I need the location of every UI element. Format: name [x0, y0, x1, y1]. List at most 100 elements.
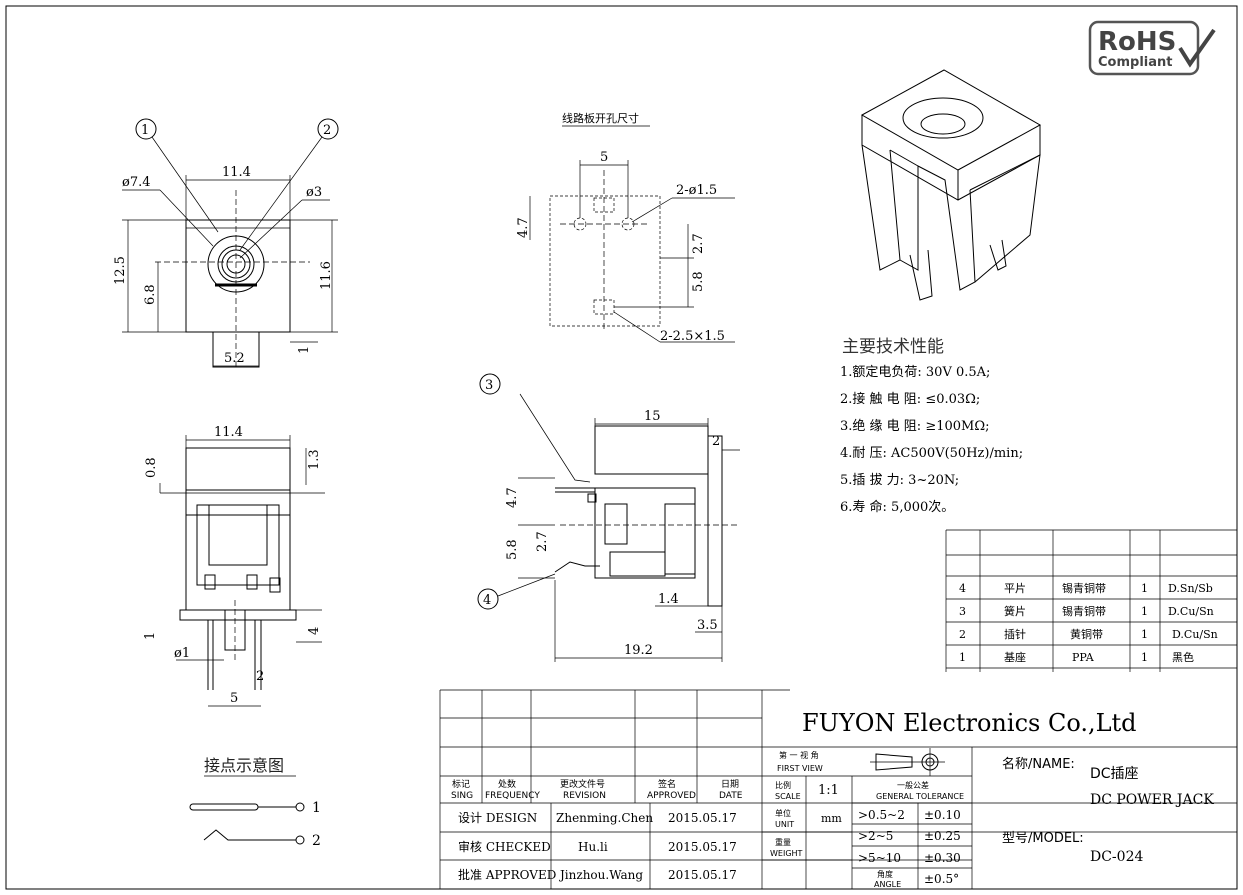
- tolerance-value: ±0.25: [924, 829, 961, 843]
- callout-1: 1: [141, 123, 149, 138]
- dim-11-4-front: 11.4: [214, 425, 243, 440]
- scale-en: SCALE: [775, 792, 801, 801]
- schematic-pin-2: 2: [312, 833, 321, 849]
- schematic-pin-1: 1: [312, 800, 321, 816]
- contact-schematic: 接点示意图 1 2: [189, 756, 321, 849]
- table-cell: 3: [959, 605, 966, 618]
- signoff-role: 批准 APPROVED: [458, 867, 556, 882]
- angle-en: ANGLE: [874, 880, 901, 889]
- table-cell: D.Cu/Sn: [1172, 628, 1218, 641]
- dim-2-7-side: 2.7: [535, 531, 550, 552]
- table-cell: 1: [1141, 605, 1148, 618]
- dim-phi-1: ø1: [174, 646, 190, 661]
- dim-5-8-side: 5.8: [505, 539, 520, 560]
- dim-1-front: 1: [143, 632, 158, 640]
- top-view: 11.4 12.5 6.8 11.6 5.2 1 ø7.4 ø3 1 2: [113, 118, 339, 370]
- tolerance-range: >5~10: [858, 851, 901, 865]
- dim-3-5: 3.5: [697, 618, 718, 633]
- dim-11-6: 11.6: [319, 261, 334, 290]
- table-cell: 1: [1141, 582, 1148, 595]
- unit-cn: 单位: [775, 808, 791, 818]
- side-view: 15 2 4.7 5.8 2.7 1.4 3.5 19.2 3 4: [477, 373, 740, 662]
- checkmark-icon: [1178, 28, 1216, 68]
- dim-slots: 2-2.5×1.5: [660, 329, 725, 344]
- angle-cn: 角度: [877, 869, 893, 879]
- dim-15: 15: [644, 409, 661, 424]
- dim-1-3: 1.3: [307, 449, 322, 470]
- header-approved-cn: 签名: [658, 778, 676, 790]
- model-label: 型号/MODEL:: [1002, 831, 1084, 846]
- spec-item: 5.插 拔 力: 3~20N;: [840, 473, 959, 488]
- tolerance-cn: 一般公差: [897, 780, 929, 790]
- model-value: DC-024: [1090, 849, 1143, 865]
- dim-19-2: 19.2: [624, 643, 653, 658]
- pcb-hole-layout: 线路板开孔尺寸 5 2-ø1.5 4.7 2.7 5.8 2-2.5×1.5: [516, 111, 735, 344]
- specs-title: 主要技术性能: [842, 337, 944, 357]
- dim-2-side: 2: [712, 434, 720, 449]
- dim-2-7: 2.7: [691, 233, 706, 254]
- table-cell: 基座: [1004, 650, 1026, 664]
- spec-item: 1.额定电负荷: 30V 0.5A;: [840, 365, 990, 380]
- spec-item: 3.绝 缘 电 阻: ≥100MΩ;: [840, 418, 990, 434]
- schematic-title: 接点示意图: [204, 756, 284, 775]
- table-cell: 1: [1141, 651, 1148, 664]
- dim-1-4: 1.4: [658, 592, 679, 607]
- tolerance-value: ±0.30: [924, 851, 961, 865]
- signoff-name: Hu.li: [578, 840, 608, 854]
- signoff-date: 2015.05.17: [668, 811, 737, 825]
- table-cell: 2: [959, 628, 966, 641]
- callout-2: 2: [323, 123, 331, 138]
- dim-4: 4: [307, 627, 322, 635]
- header-revision-cn: 更改文件号: [560, 778, 605, 790]
- signoff-role: 审核 CHECKED: [458, 839, 551, 854]
- header-date-en: DATE: [719, 791, 743, 801]
- signoff-name: Jinzhou.Wang: [558, 868, 643, 882]
- dim-4-7: 4.7: [516, 217, 531, 238]
- table-cell: 1: [959, 651, 966, 664]
- signoff-date: 2015.05.17: [668, 868, 737, 882]
- header-approved-en: APPROVED: [647, 791, 696, 801]
- first-angle-symbol-icon: [870, 748, 945, 776]
- table-cell: 黄铜带: [1070, 627, 1103, 641]
- dim-5: 5: [600, 150, 608, 165]
- title-block: 标记 SING 处数 FREQUENCY 更改文件号 REVISION 签名 A…: [439, 689, 1237, 890]
- dim-12-5: 12.5: [113, 256, 128, 285]
- callout-3: 3: [485, 378, 493, 393]
- parts-table: 4 平片 锡青铜带 1 D.Sn/Sb 3 簧片 锡青铜带 1 D.Cu/Sn …: [945, 529, 1237, 672]
- spec-item: 4.耐 压: AC500V(50Hz)/min;: [840, 446, 1023, 461]
- tolerance-en: GENERAL TOLERANCE: [876, 792, 964, 801]
- table-cell: 锡青铜带: [1062, 581, 1106, 595]
- weight-cn: 重量: [775, 837, 791, 847]
- dim-1: 1: [297, 346, 312, 354]
- spec-item: 6.寿 命: 5,000次。: [840, 499, 954, 515]
- table-cell: D.Cu/Sn: [1168, 605, 1214, 618]
- dim-5-2: 5.2: [224, 351, 245, 366]
- view-en: FIRST VIEW: [777, 764, 823, 773]
- scale-cn: 比例: [775, 780, 791, 790]
- tolerance-range: >0.5~2: [858, 808, 905, 822]
- header-sing-en: SING: [451, 791, 473, 801]
- table-cell: 簧片: [1004, 604, 1026, 618]
- dim-holes: 2-ø1.5: [676, 183, 717, 198]
- name-label: 名称/NAME:: [1002, 756, 1075, 772]
- company-name: FUYON Electronics Co.,Ltd: [802, 709, 1137, 737]
- name-en: DC POWER JACK: [1090, 792, 1214, 808]
- tolerance-range: >2~5: [858, 829, 893, 843]
- dim-11-4: 11.4: [222, 165, 251, 180]
- header-frequency-cn: 处数: [498, 778, 516, 790]
- header-sing-cn: 标记: [452, 778, 470, 790]
- dim-phi-7-4: ø7.4: [122, 175, 151, 190]
- header-date-cn: 日期: [721, 779, 739, 790]
- pcb-title: 线路板开孔尺寸: [562, 111, 639, 125]
- spec-item: 2.接 触 电 阻: ≤0.03Ω;: [840, 391, 980, 407]
- view-cn: 第 一 视 角: [779, 750, 819, 760]
- name-cn: DC插座: [1090, 766, 1139, 782]
- rohs-logo: RoHS Compliant: [1088, 20, 1216, 76]
- signoff-name: Zhenming.Chen: [556, 811, 653, 825]
- weight-en: WEIGHT: [770, 849, 803, 858]
- angle-value: ±0.5°: [924, 872, 959, 886]
- dim-0-8: 0.8: [144, 457, 159, 478]
- scale-value: 1:1: [818, 783, 839, 798]
- unit-en: UNIT: [775, 820, 794, 829]
